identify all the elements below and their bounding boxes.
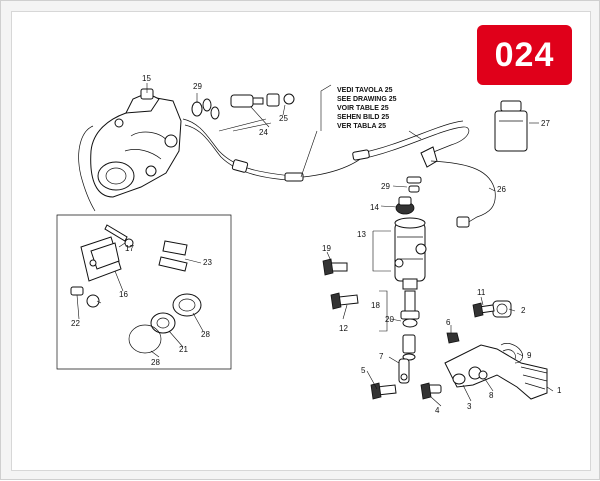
label-19: 19 bbox=[322, 244, 331, 253]
label-23: 23 bbox=[203, 258, 212, 267]
label-29-right: 29 bbox=[381, 182, 390, 191]
note-line-2: SEE DRAWING 25 bbox=[337, 96, 397, 103]
label-14: 14 bbox=[370, 203, 379, 212]
master-cylinder-fitting bbox=[406, 176, 422, 193]
label-21: 21 bbox=[179, 345, 188, 354]
brake-pads-inset bbox=[56, 214, 232, 370]
label-6: 6 bbox=[446, 318, 451, 327]
note-line-4: SEHEN BILD 25 bbox=[337, 114, 389, 121]
label-25: 25 bbox=[279, 114, 288, 123]
clevis-7 bbox=[398, 358, 410, 384]
label-13: 13 bbox=[357, 230, 366, 239]
brake-hose bbox=[182, 118, 302, 178]
see-drawing-note: VEDI TAVOLA 25 SEE DRAWING 25 VOIR TABLE… bbox=[300, 84, 422, 178]
label-16: 16 bbox=[119, 290, 128, 299]
brake-switch-wire bbox=[430, 160, 496, 224]
note-line-3: VOIR TABLE 25 bbox=[337, 105, 389, 112]
pedal-pivot-hardware bbox=[420, 370, 488, 400]
note-line-1: VEDI TAVOLA 25 bbox=[337, 87, 393, 94]
stopper-2 bbox=[492, 300, 512, 318]
label-24: 24 bbox=[259, 128, 268, 137]
label-22: 22 bbox=[71, 319, 80, 328]
push-rod bbox=[400, 290, 420, 361]
label-11: 11 bbox=[477, 288, 486, 297]
label-26: 26 bbox=[497, 185, 506, 194]
nut-6 bbox=[446, 332, 460, 344]
caliper-bleed-line bbox=[78, 125, 96, 212]
label-2: 2 bbox=[521, 306, 526, 315]
bolt-11 bbox=[472, 302, 495, 318]
label-4: 4 bbox=[435, 406, 440, 415]
label-28-right: 28 bbox=[201, 330, 210, 339]
part-number-labels: 15 29 24 25 27 29 26 14 13 19 17 23 11 2… bbox=[71, 74, 562, 415]
master-cylinder bbox=[394, 196, 427, 290]
note-line-5: VER TABLA 25 bbox=[337, 123, 386, 130]
upper-brake-hose bbox=[360, 126, 470, 160]
brake-pedal bbox=[444, 343, 548, 400]
label-3: 3 bbox=[467, 402, 472, 411]
label-1: 1 bbox=[557, 386, 562, 395]
diagram-number-badge: 024 bbox=[477, 25, 572, 85]
brake-fluid-reservoir bbox=[494, 100, 528, 152]
label-12: 12 bbox=[339, 324, 348, 333]
label-20: 20 bbox=[385, 315, 394, 324]
label-29-top: 29 bbox=[193, 82, 202, 91]
label-18: 18 bbox=[371, 301, 380, 310]
bolt-19 bbox=[322, 258, 348, 276]
label-27: 27 bbox=[541, 119, 550, 128]
label-17: 17 bbox=[125, 244, 134, 253]
banjo-fittings bbox=[191, 93, 295, 132]
label-15: 15 bbox=[142, 74, 151, 83]
label-8: 8 bbox=[489, 391, 494, 400]
label-28-bottom: 28 bbox=[151, 358, 160, 367]
leader-lines bbox=[76, 93, 554, 407]
bolt-12 bbox=[330, 292, 359, 310]
bolt-5 bbox=[370, 382, 397, 400]
label-7: 7 bbox=[379, 352, 384, 361]
brake-caliper bbox=[90, 88, 182, 198]
label-9: 9 bbox=[527, 351, 532, 360]
label-5: 5 bbox=[361, 366, 366, 375]
